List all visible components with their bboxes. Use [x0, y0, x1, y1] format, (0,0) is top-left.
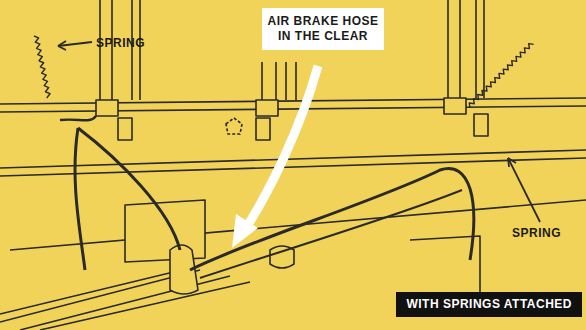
caption-band: WITH SPRINGS ATTACHED: [396, 292, 582, 317]
node-text: WITH SPRINGS ATTACHED: [406, 297, 572, 312]
part-label: SPRING: [512, 226, 561, 240]
callout-box: AIR BRAKE HOSE IN THE CLEAR: [262, 8, 384, 50]
part-label: SPRING: [96, 36, 145, 50]
node-text: AIR BRAKE HOSE IN THE CLEAR: [266, 14, 380, 44]
